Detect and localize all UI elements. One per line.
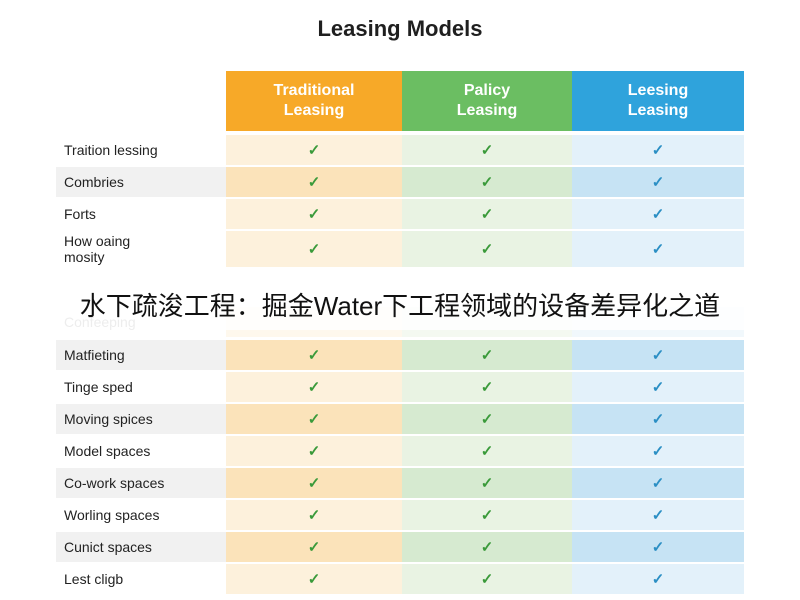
- check-icon: ✓: [572, 372, 744, 402]
- check-icon: ✓: [226, 199, 402, 229]
- column-header-traditional: Traditional Leasing: [226, 71, 402, 131]
- column-header-policy: Palicy Leasing: [402, 71, 572, 131]
- row-label: Forts: [64, 206, 96, 222]
- check-icon: ✓: [402, 231, 572, 267]
- check-icon: ✓: [226, 564, 402, 594]
- check-icon: ✓: [572, 468, 744, 498]
- check-icon: ✓: [402, 468, 572, 498]
- table-row: Model spaces✓✓✓: [56, 436, 744, 466]
- check-icon: ✓: [226, 231, 402, 267]
- row-label: Moving spices: [56, 404, 226, 434]
- table-row: Combries✓✓✓: [56, 167, 744, 197]
- check-icon: ✓: [402, 404, 572, 434]
- check-icon: ✓: [402, 199, 572, 229]
- table-row: Cunict spaces✓✓✓: [56, 532, 744, 562]
- table-row: Moving spices✓✓✓: [56, 404, 744, 434]
- check-icon: ✓: [226, 404, 402, 434]
- row-label: Cunict spaces: [56, 532, 226, 562]
- row-label: Worling spaces: [64, 507, 160, 523]
- table-row: Worling spaces✓✓✓: [56, 500, 744, 530]
- check-icon: ✓: [402, 167, 572, 197]
- check-icon: ✓: [226, 500, 402, 530]
- check-icon: ✓: [226, 436, 402, 466]
- check-icon: ✓: [402, 340, 572, 370]
- check-icon: ✓: [226, 532, 402, 562]
- overlay-caption: 水下疏浚工程：掘金Water下工程领域的设备差异化之道: [79, 291, 721, 321]
- check-icon: ✓: [572, 135, 744, 165]
- row-label: Combries: [56, 167, 226, 197]
- check-icon: ✓: [226, 135, 402, 165]
- check-icon: ✓: [572, 167, 744, 197]
- row-label: How oaing mosity: [64, 233, 131, 265]
- check-icon: ✓: [402, 532, 572, 562]
- check-icon: ✓: [402, 135, 572, 165]
- check-icon: ✓: [572, 340, 744, 370]
- check-icon: ✓: [402, 372, 572, 402]
- check-icon: ✓: [572, 436, 744, 466]
- column-header-leasing: Leesing Leasing: [572, 71, 744, 131]
- row-label: Traition lessing: [64, 142, 158, 158]
- check-icon: ✓: [226, 340, 402, 370]
- check-icon: ✓: [572, 532, 744, 562]
- check-icon: ✓: [572, 231, 744, 267]
- check-icon: ✓: [402, 564, 572, 594]
- table-row: Forts✓✓✓: [56, 199, 744, 229]
- table-row: Matfieting✓✓✓: [56, 340, 744, 370]
- check-icon: ✓: [402, 500, 572, 530]
- table-row: How oaing mosity✓✓✓: [56, 231, 744, 267]
- check-icon: ✓: [572, 199, 744, 229]
- row-label: Model spaces: [64, 443, 151, 459]
- check-icon: ✓: [226, 468, 402, 498]
- check-icon: ✓: [572, 404, 744, 434]
- row-label: Tinge sped: [64, 379, 133, 395]
- check-icon: ✓: [402, 436, 572, 466]
- check-icon: ✓: [226, 167, 402, 197]
- table-row: Lest cligb✓✓✓: [56, 564, 744, 594]
- row-label: Lest cligb: [64, 571, 124, 587]
- overlay-banner: [0, 278, 800, 330]
- table-row: Co-work spaces✓✓✓: [56, 468, 744, 498]
- check-icon: ✓: [226, 372, 402, 402]
- check-icon: ✓: [572, 500, 744, 530]
- row-label: Matfieting: [56, 340, 226, 370]
- table-title: Leasing Models: [317, 16, 483, 41]
- table-row: Traition lessing✓✓✓: [56, 135, 744, 165]
- check-icon: ✓: [572, 564, 744, 594]
- table-row: Tinge sped✓✓✓: [56, 372, 744, 402]
- row-label: Co-work spaces: [56, 468, 226, 498]
